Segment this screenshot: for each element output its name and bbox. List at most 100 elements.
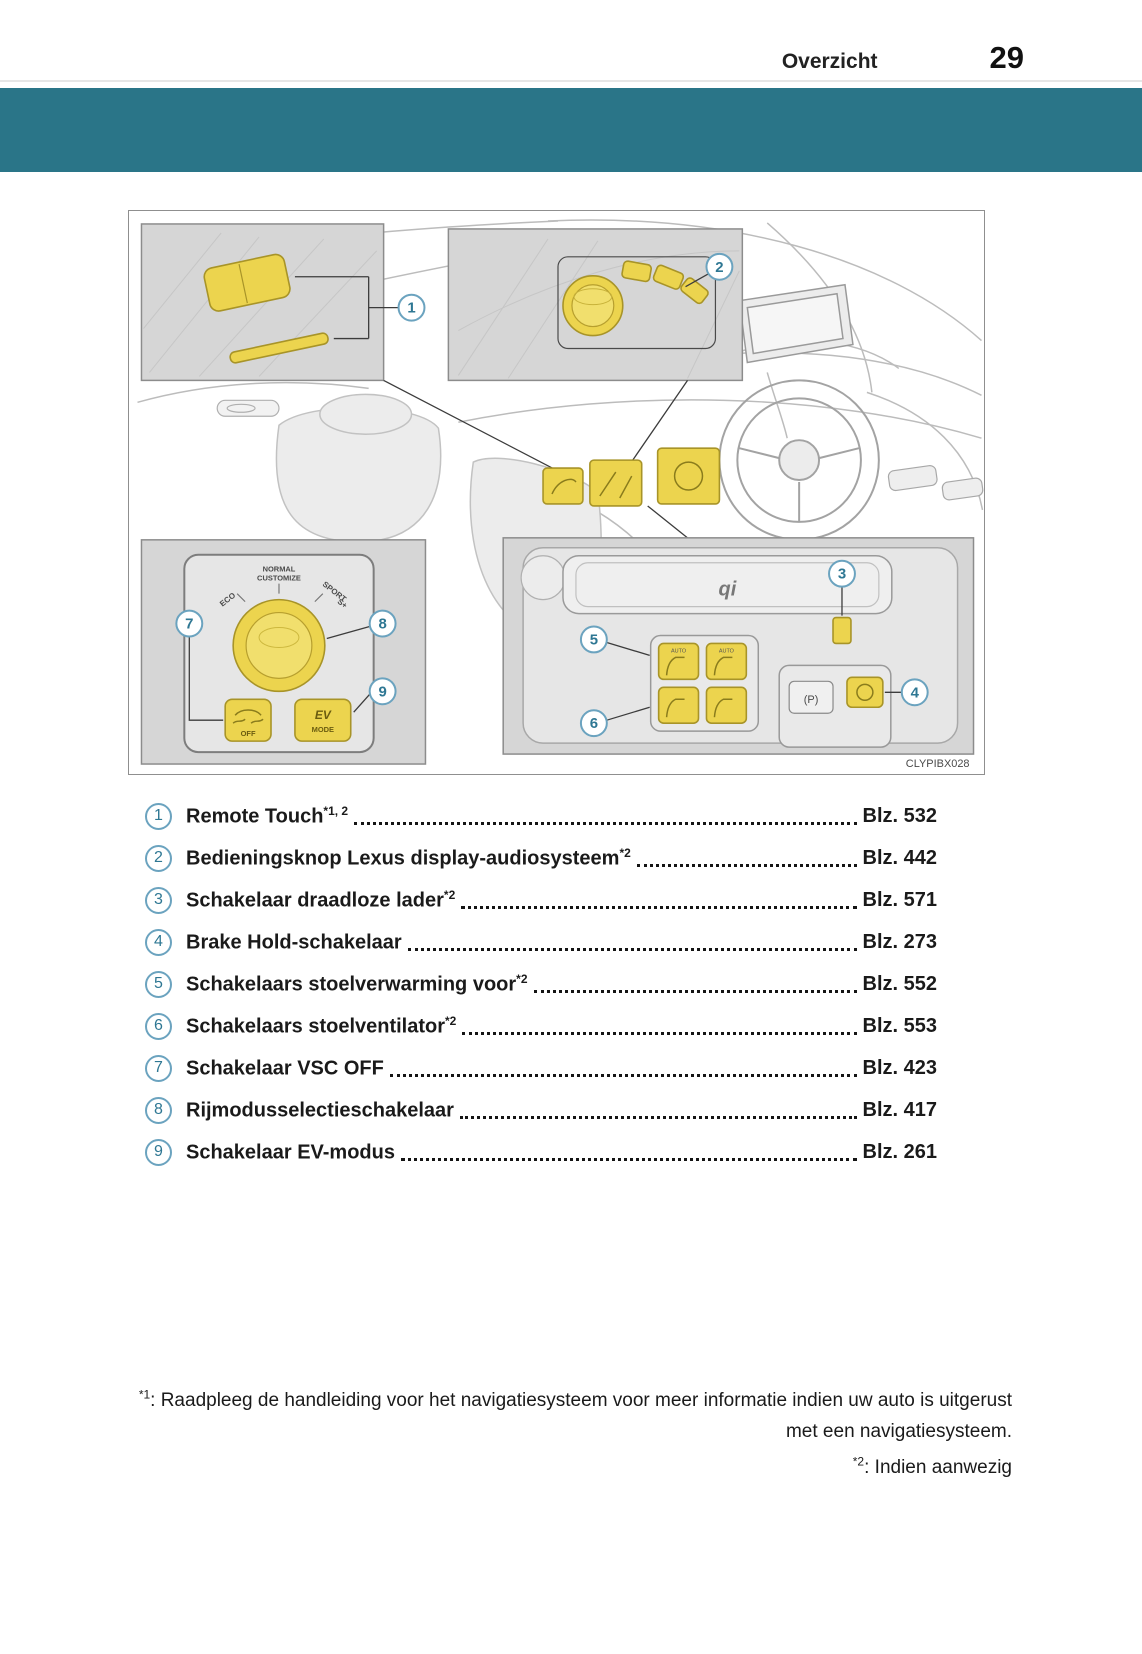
section-banner — [0, 88, 1142, 172]
interior-overview-figure: ECO NORMAL CUSTOMIZE SPORT S+ OFF EV MOD… — [128, 210, 985, 775]
remote-touch-strip — [229, 332, 329, 364]
legend-item-6: 6 Schakelaars stoelventilator*2 Blz. 553 — [145, 1005, 937, 1047]
legend-item-8: 8 Rijmodusselectieschakelaar Blz. 417 — [145, 1089, 937, 1131]
legend-sup: *1, 2 — [323, 803, 349, 818]
dot-leader — [461, 905, 857, 909]
legend-label: Schakelaar EV-modus — [186, 1141, 395, 1164]
steering-wheel-sketch — [718, 379, 880, 541]
legend-page-ref: Blz. 571 — [862, 888, 937, 911]
callout-7: 7 — [175, 609, 204, 638]
inset-audio-knob — [447, 228, 744, 382]
legend-page-ref: Blz. 532 — [862, 804, 937, 827]
legend-label: Rijmodusselectieschakelaar — [186, 1099, 454, 1122]
legend-item-1: 1 Remote Touch*1, 2 Blz. 532 — [145, 795, 937, 837]
wireless-charger-tray — [562, 555, 893, 615]
qi-logo: qi — [719, 579, 737, 601]
footnote-2-marker: *2 — [852, 1454, 865, 1469]
legend-label: Remote Touch*1, 2 — [186, 803, 349, 828]
brake-hold-switch — [846, 676, 884, 709]
svg-text:1: 1 — [407, 300, 415, 317]
display-screen-sketch — [738, 283, 854, 364]
inset-drive-mode: ECO NORMAL CUSTOMIZE SPORT S+ OFF EV MOD… — [140, 539, 427, 765]
legend-number: 4 — [145, 928, 172, 956]
remote-touch-pad — [203, 253, 291, 312]
dot-leader — [533, 989, 857, 993]
svg-text:4: 4 — [911, 684, 920, 701]
footnote-2-text: : Indien aanwezig — [864, 1456, 1012, 1478]
dot-leader — [354, 821, 857, 825]
legend-sup: *2 — [443, 887, 456, 902]
dot-leader — [462, 1031, 857, 1035]
footnotes: *1: Raadpleeg de handleiding voor het na… — [0, 1385, 1142, 1483]
auto-label-left: AUTO — [671, 648, 686, 654]
legend-number: 9 — [145, 1138, 172, 1166]
svg-text:5: 5 — [590, 631, 598, 648]
figure-illustration: ECO NORMAL CUSTOMIZE SPORT S+ OFF EV MOD… — [137, 219, 984, 770]
svg-text:7: 7 — [185, 616, 193, 633]
legend-sup: *2 — [619, 845, 631, 860]
svg-text:6: 6 — [590, 715, 598, 732]
icon-cluster — [542, 447, 721, 507]
legend-page-ref: Blz. 552 — [862, 972, 937, 995]
dot-leader — [636, 863, 857, 867]
footnote-1-text: : Raadpleeg de handleiding voor het navi… — [150, 1390, 1012, 1443]
legend-label: Schakelaars stoelventilator*2 — [186, 1013, 457, 1038]
legend-item-3: 3 Schakelaar draadloze lader*2 Blz. 571 — [145, 879, 937, 921]
footnote-1-marker: *1 — [138, 1387, 151, 1402]
footnote-2: *2: Indien aanwezig — [130, 1452, 1012, 1483]
inset-center-console: qi AUTO AUTO (P) — [502, 537, 975, 755]
dot-leader — [400, 1157, 857, 1161]
legend-label: Schakelaar VSC OFF — [186, 1057, 384, 1080]
legend-page-ref: Blz. 553 — [862, 1014, 937, 1037]
callout-9: 9 — [368, 677, 397, 706]
svg-text:9: 9 — [378, 683, 386, 700]
legend-item-9: 9 Schakelaar EV-modus Blz. 261 — [145, 1131, 937, 1173]
legend-label: Schakelaar draadloze lader*2 — [186, 887, 456, 912]
callout-8: 8 — [368, 609, 397, 638]
callout-4: 4 — [900, 678, 929, 707]
footnote-1: *1: Raadpleeg de handleiding voor het na… — [130, 1385, 1012, 1448]
legend-number: 3 — [145, 886, 172, 914]
legend-sup: *2 — [445, 1013, 457, 1028]
dot-leader — [459, 1115, 857, 1119]
callout-2: 2 — [705, 252, 734, 281]
connector-lines — [383, 379, 689, 539]
dot-leader — [389, 1073, 857, 1077]
legend-sup: *2 — [516, 971, 528, 986]
legend-page-ref: Blz. 261 — [862, 1140, 937, 1163]
air-vent-sketch — [887, 465, 984, 501]
door-handle-sketch — [216, 399, 280, 417]
legend-list: 1 Remote Touch*1, 2 Blz. 532 2 Bediening… — [145, 795, 937, 1173]
park-label: (P) — [804, 694, 819, 706]
ev-mode-button: EV MODE — [294, 698, 352, 742]
ev-mode-label: MODE — [312, 725, 334, 734]
dial-label-normal: NORMAL — [263, 565, 296, 574]
legend-item-2: 2 Bedieningsknop Lexus display-audiosyst… — [145, 837, 937, 879]
legend-number: 2 — [145, 844, 172, 872]
callout-6: 6 — [579, 709, 608, 738]
legend-item-5: 5 Schakelaars stoelverwarming voor*2 Blz… — [145, 963, 937, 1005]
callout-1: 1 — [397, 293, 426, 322]
svg-text:8: 8 — [378, 616, 386, 633]
seat-heater-switches: AUTO AUTO — [657, 642, 748, 681]
section-title: Overzicht — [781, 50, 878, 73]
legend-number: 6 — [145, 1012, 172, 1040]
dot-leader — [407, 947, 857, 951]
page-number: 29 — [989, 40, 1024, 75]
page-header: Overzicht 29 — [0, 0, 1142, 82]
svg-text:3: 3 — [838, 566, 846, 583]
legend-item-7: 7 Schakelaar VSC OFF Blz. 423 — [145, 1047, 937, 1089]
svg-text:2: 2 — [715, 259, 723, 276]
inset-remote-touch — [140, 223, 399, 382]
legend-item-4: 4 Brake Hold-schakelaar Blz. 273 — [145, 921, 937, 963]
figure-code: CLYPIBX028 — [906, 758, 970, 770]
seat-ventilator-switches — [657, 686, 748, 724]
auto-label-right: AUTO — [719, 648, 734, 654]
legend-label: Bedieningsknop Lexus display-audiosystee… — [186, 845, 631, 870]
legend-page-ref: Blz. 442 — [862, 846, 937, 869]
ev-label: EV — [315, 708, 332, 722]
legend-number: 8 — [145, 1096, 172, 1124]
legend-number: 7 — [145, 1054, 172, 1082]
legend-page-ref: Blz. 273 — [862, 930, 937, 953]
